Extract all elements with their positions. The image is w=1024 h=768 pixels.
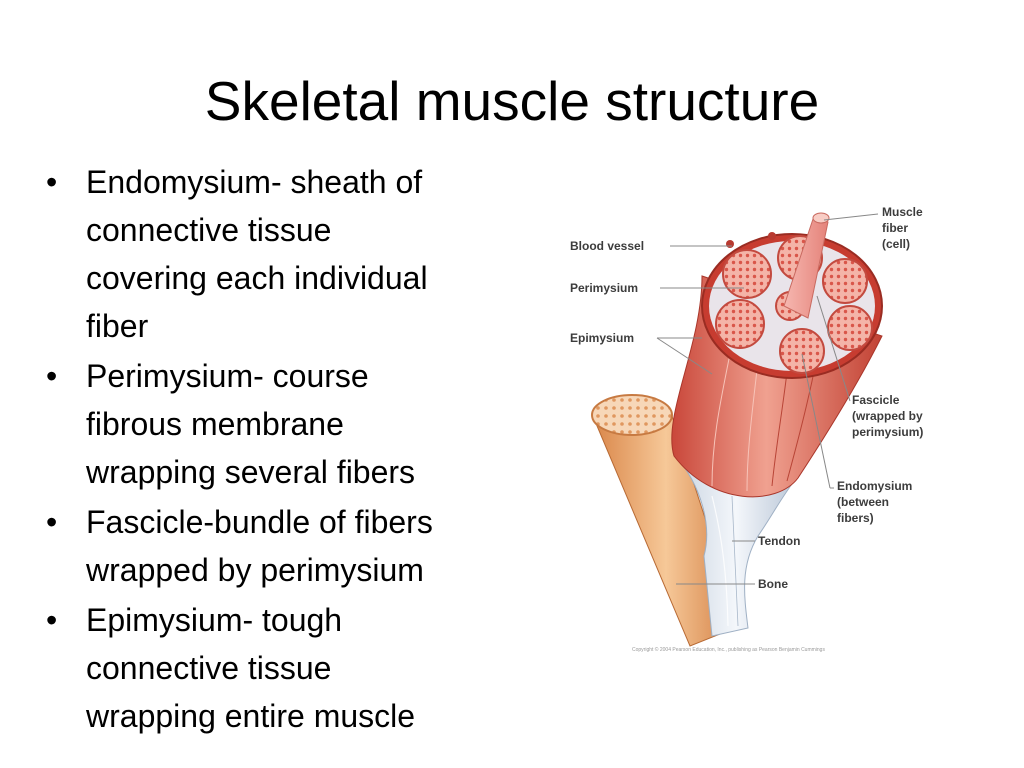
bullet-mark: • xyxy=(46,504,58,540)
label-endomysium-line1: Endomysium xyxy=(837,479,912,493)
muscle-structure-illustration: Blood vessel Perimysium Epimysium Muscle… xyxy=(562,196,962,656)
bullet-line: wrapped by perimysium xyxy=(86,552,424,588)
muscle-fiber-shape xyxy=(783,212,830,319)
bullet-epimysium: • Epimysium- tough connective tissue wra… xyxy=(42,596,522,740)
bullet-line: connective tissue xyxy=(86,650,332,686)
label-tendon: Tendon xyxy=(758,534,800,548)
bullet-line: wrapping entire muscle xyxy=(86,698,416,734)
label-fascicle-line2: (wrapped by xyxy=(852,409,923,423)
bullet-line: Epimysium- tough xyxy=(86,602,343,638)
label-blood-vessel: Blood vessel xyxy=(570,239,644,253)
figure-copyright: Copyright © 2004 Pearson Education, Inc.… xyxy=(632,646,825,653)
label-endomysium-line3: fibers) xyxy=(837,511,874,525)
label-fascicle-line1: Fascicle xyxy=(852,393,900,407)
bullet-mark: • xyxy=(46,164,58,200)
bullet-endomysium: • Endomysium- sheath of connective tissu… xyxy=(42,158,522,350)
figure-labels: Blood vessel Perimysium Epimysium Muscle… xyxy=(570,205,923,653)
label-muscle-fiber-line1: Muscle xyxy=(882,205,923,219)
bullet-line: fiber xyxy=(86,308,149,344)
bullet-perimysium: • Perimysium- course fibrous membrane wr… xyxy=(42,352,522,496)
leader-lines xyxy=(656,213,879,585)
bullet-line: connective tissue xyxy=(86,212,332,248)
bone-shape xyxy=(591,394,741,647)
label-epimysium: Epimysium xyxy=(570,331,634,345)
bullet-line: Endomysium- sheath of xyxy=(86,164,423,200)
tendon-shape xyxy=(672,453,799,637)
label-fascicle-line3: perimysium) xyxy=(852,425,923,439)
bullet-mark: • xyxy=(46,602,58,638)
muscle-diagram-svg: Blood vessel Perimysium Epimysium Muscle… xyxy=(570,205,923,653)
label-muscle-fiber-line3: (cell) xyxy=(882,237,910,251)
slide-title: Skeletal muscle structure xyxy=(204,70,820,132)
label-muscle-fiber-line2: fiber xyxy=(882,221,908,235)
bullet-fascicle: • Fascicle-bundle of fibers wrapped by p… xyxy=(42,498,522,594)
label-bone: Bone xyxy=(758,577,788,591)
bullet-line: Perimysium- course xyxy=(86,358,369,394)
bullet-line: wrapping several fibers xyxy=(86,454,416,490)
bullet-line: covering each individual xyxy=(86,260,428,296)
bullet-line: fibrous membrane xyxy=(86,406,344,442)
label-endomysium-line2: (between xyxy=(837,495,889,509)
bullet-list: • Endomysium- sheath of connective tissu… xyxy=(42,158,522,742)
bullet-line: Fascicle-bundle of fibers xyxy=(86,504,433,540)
bullet-mark: • xyxy=(46,358,58,394)
label-perimysium: Perimysium xyxy=(570,281,638,295)
